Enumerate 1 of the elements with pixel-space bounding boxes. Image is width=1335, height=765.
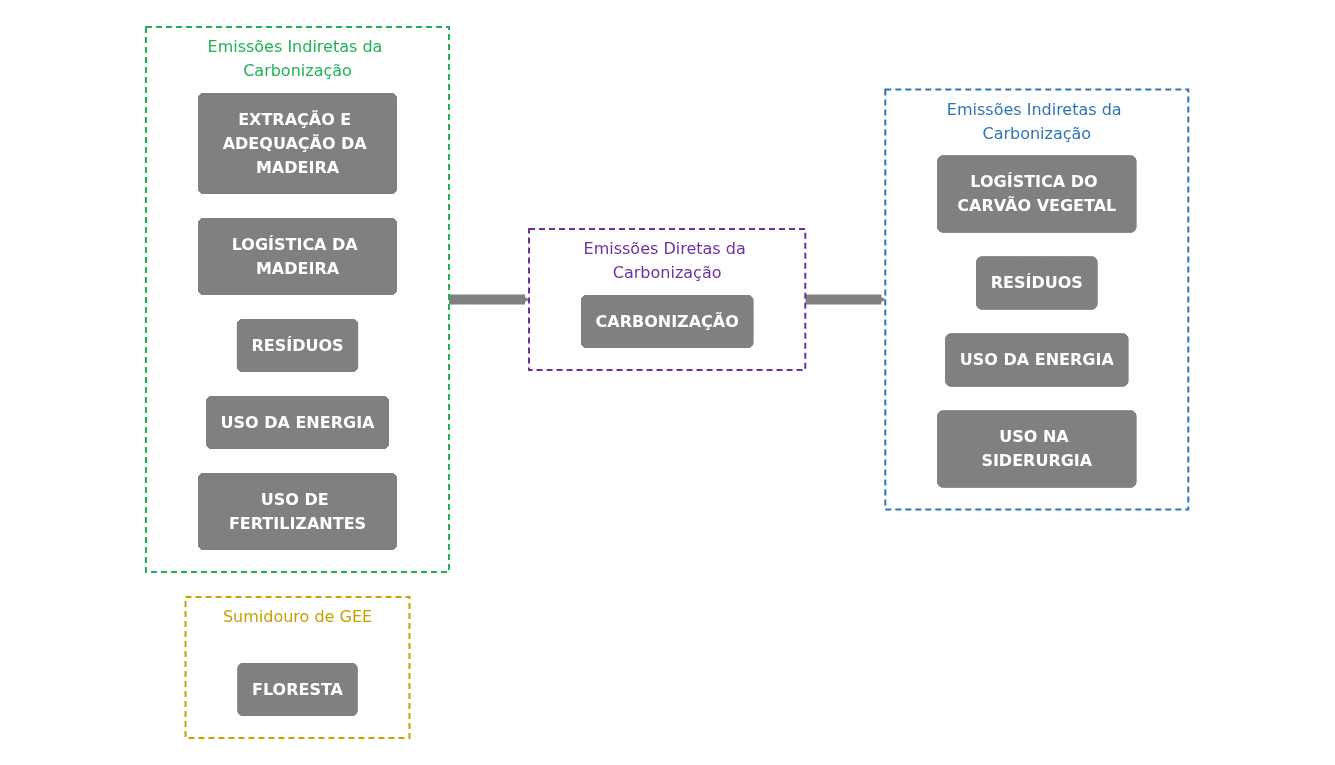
arrow <box>449 294 530 305</box>
